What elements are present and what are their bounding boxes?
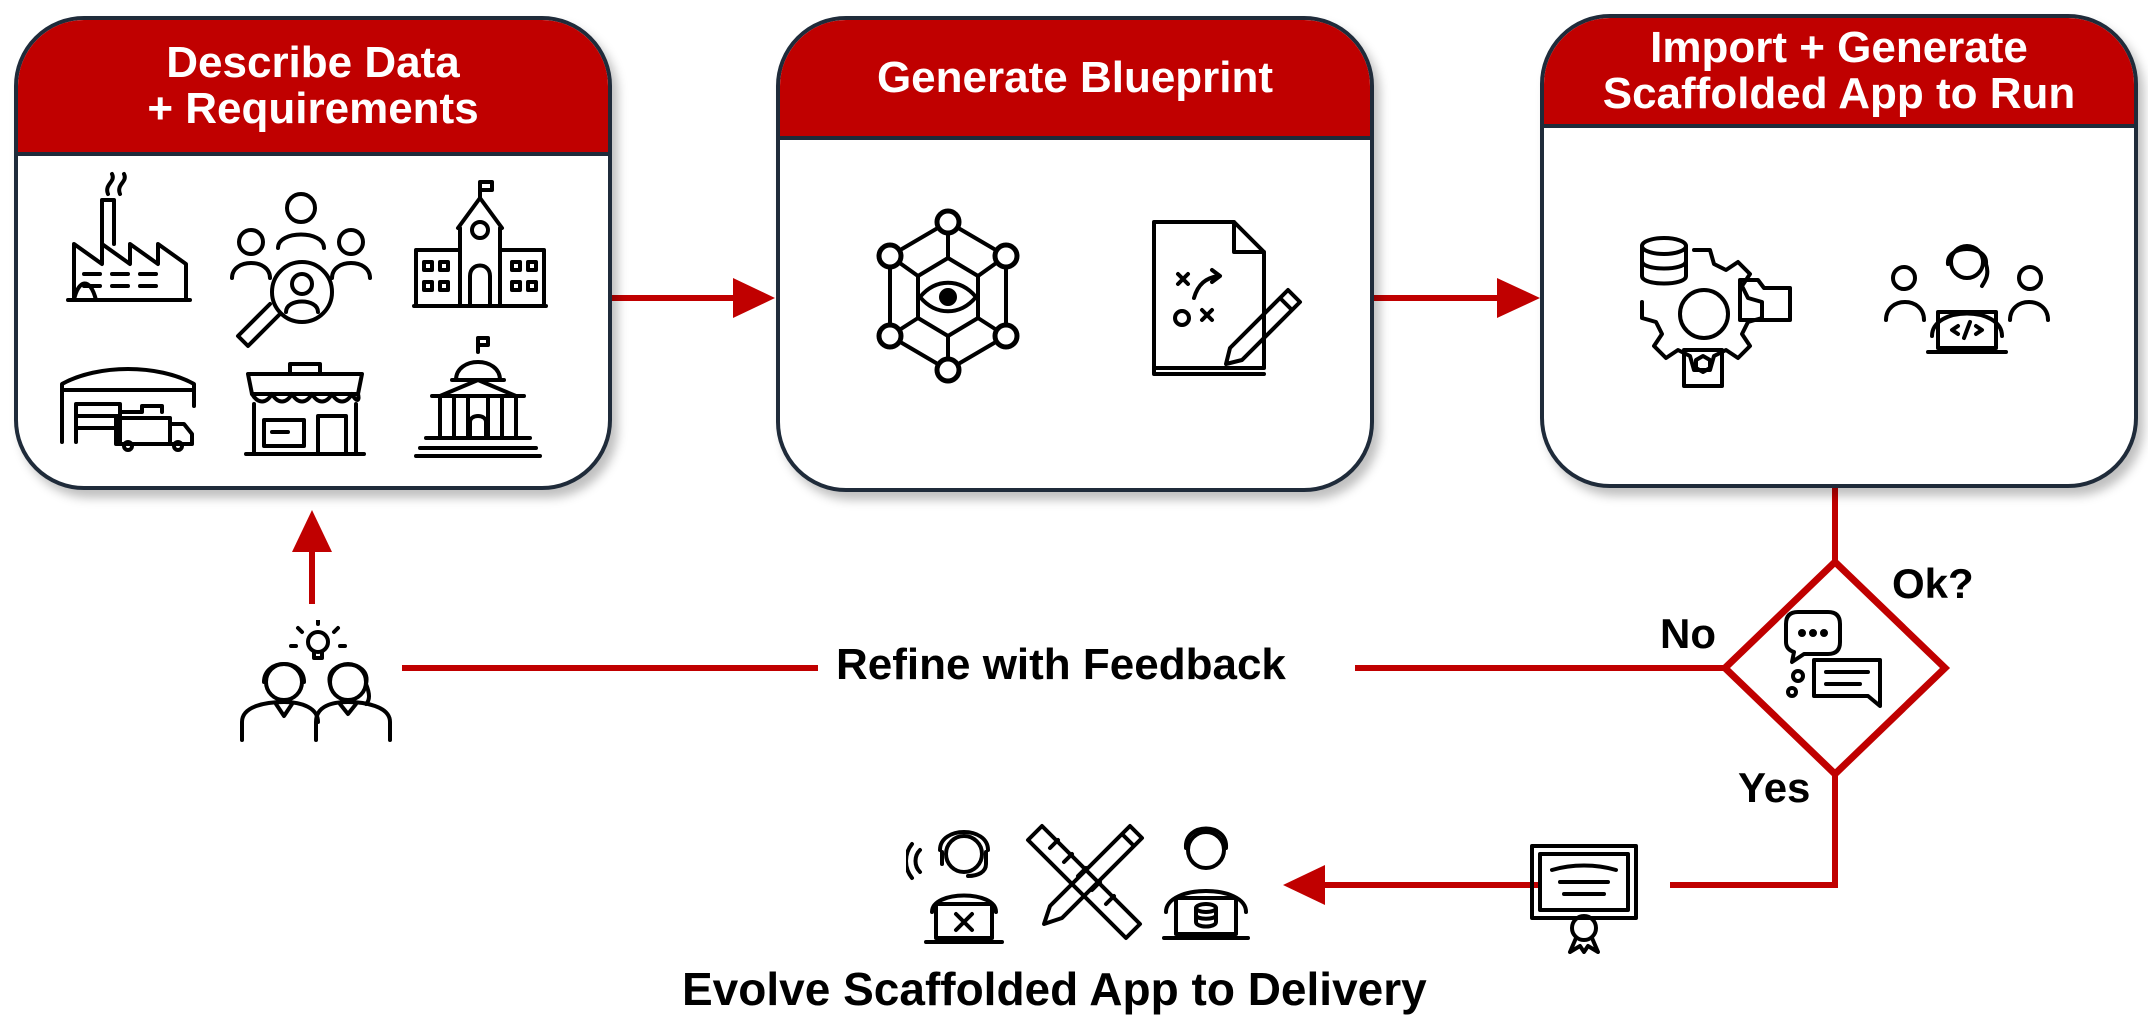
- step-describe-header: Describe Data + Requirements: [18, 20, 608, 156]
- warehouse-truck-icon: [58, 362, 198, 452]
- step-describe-title-line2: + Requirements: [147, 84, 479, 133]
- step-describe-title-line1: Describe Data: [166, 38, 460, 87]
- factory-icon: [62, 170, 196, 306]
- storefront-icon: [242, 360, 368, 458]
- arrowhead-feedback-up: [292, 510, 332, 552]
- delivery-label: Evolve Scaffolded App to Delivery: [682, 963, 1427, 1015]
- step-blueprint-header: Generate Blueprint: [780, 20, 1370, 140]
- design-tools-icon: [1022, 820, 1148, 944]
- stakeholders-idea-icon: [236, 620, 396, 742]
- arrowhead-to-delivery: [1283, 865, 1325, 905]
- certificate-icon: [1528, 842, 1640, 954]
- decision-yes-label: Yes: [1738, 764, 1811, 811]
- arrowhead-blueprint-to-import: [1497, 278, 1540, 318]
- team-search-icon: [226, 186, 376, 356]
- chat-bubbles-icon: [1780, 608, 1890, 716]
- arrowhead-describe-to-blueprint: [733, 278, 775, 318]
- school-building-icon: [410, 178, 550, 310]
- step-import-header: Import + Generate Scaffolded App to Run: [1544, 18, 2134, 128]
- database-gear-icon: [1634, 232, 1794, 390]
- feedback-label: Refine with Feedback: [836, 640, 1286, 689]
- step-blueprint-box: Generate Blueprint: [776, 16, 1374, 492]
- step-import-box: Import + Generate Scaffolded App to Run: [1540, 14, 2138, 488]
- database-developer-icon: [1158, 818, 1254, 942]
- decision-no-label: No: [1660, 610, 1716, 657]
- developer-team-icon: [1882, 240, 2052, 360]
- strategy-plan-icon: [1148, 218, 1308, 380]
- step-import-title-line2: Scaffolded App to Run: [1602, 69, 2076, 118]
- decision-question-label: Ok?: [1892, 560, 1974, 607]
- step-blueprint-title: Generate Blueprint: [876, 53, 1274, 102]
- government-building-icon: [412, 334, 544, 458]
- support-agent-icon: [906, 820, 1010, 944]
- network-eye-icon: [866, 208, 1030, 386]
- step-import-title-line1: Import + Generate: [1650, 23, 2028, 72]
